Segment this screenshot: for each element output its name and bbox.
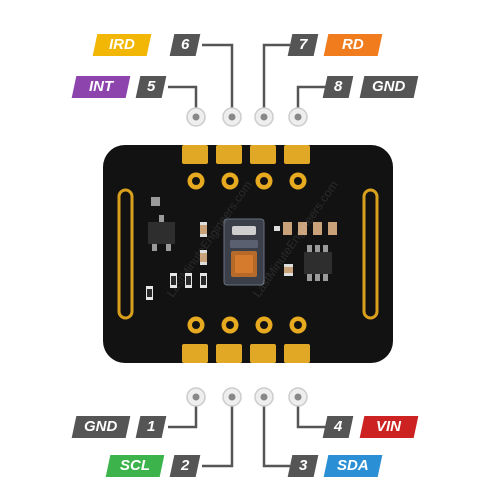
wires (168, 43, 326, 468)
pin-2-number: 2 (169, 455, 201, 477)
wire-pin-7 (262, 43, 290, 117)
header-pins (186, 107, 308, 407)
pin-5-label: INT (71, 76, 131, 98)
pin-1-number: 1 (135, 416, 167, 438)
pin-7-number: 7 (287, 34, 319, 56)
pin-2-label: SCL (105, 455, 165, 477)
pin-4-number: 4 (322, 416, 354, 438)
pin-3-label: SDA (323, 455, 383, 477)
pin-7-label: RD (323, 34, 383, 56)
pcb-board (103, 145, 393, 363)
wire-pin-5 (168, 85, 198, 117)
pin-6-number: 6 (169, 34, 201, 56)
wire-pin-1 (168, 397, 198, 429)
wire-pin-3 (262, 397, 290, 468)
pin-1-label: GND (71, 416, 131, 438)
pin-8-number: 8 (322, 76, 354, 98)
wire-pin-6 (202, 43, 234, 117)
wire-pin-2 (202, 397, 234, 468)
pin-6-label: IRD (92, 34, 152, 56)
pin-5-number: 5 (135, 76, 167, 98)
pin-3-number: 3 (287, 455, 319, 477)
wire-pin-8 (296, 85, 326, 117)
pin-4-label: VIN (359, 416, 419, 438)
pin-8-label: GND (359, 76, 419, 98)
wire-pin-4 (296, 397, 326, 429)
